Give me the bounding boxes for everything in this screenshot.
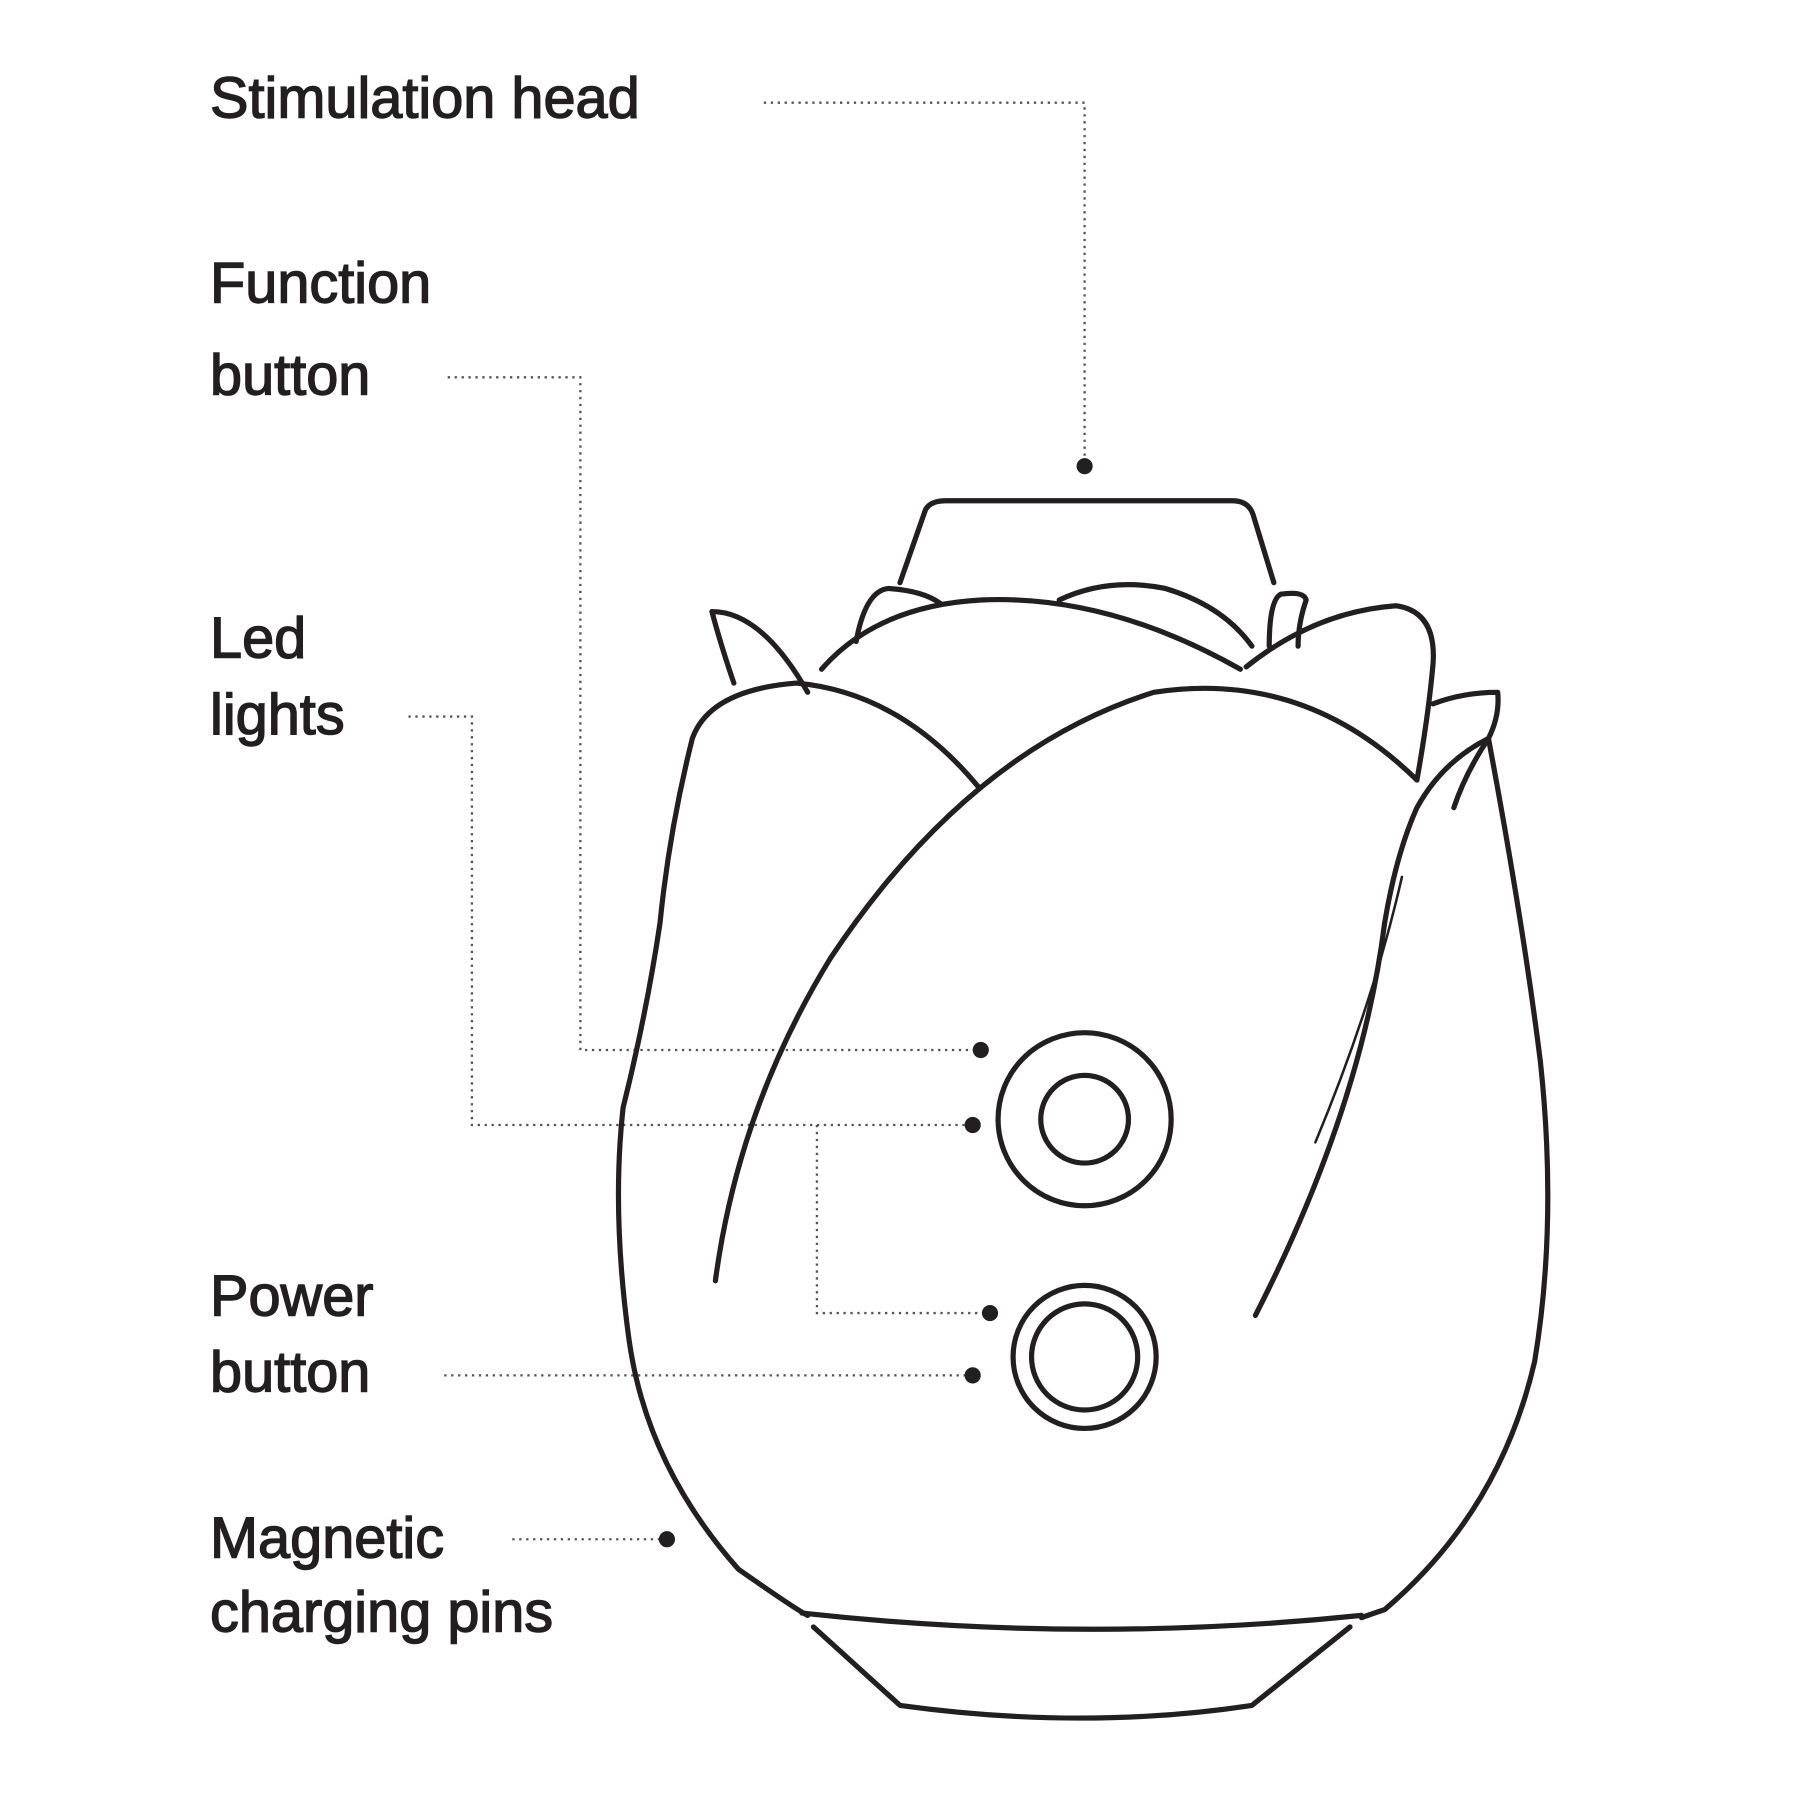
led-ring — [995, 1030, 1174, 1209]
pointer-dot-function-button — [972, 1041, 989, 1059]
charging-base — [810, 1624, 1353, 1721]
pointer-dot-led-2 — [981, 1305, 999, 1322]
petal-left-back — [709, 608, 811, 695]
leader-stimulation-head — [763, 101, 1086, 462]
power-button — [1028, 1301, 1141, 1413]
inner-bud — [818, 597, 1243, 672]
petal-right-back — [1243, 603, 1436, 783]
petal-right-tip — [1430, 689, 1501, 811]
petal-tip-right — [1266, 590, 1309, 649]
pointer-dot-led-1 — [964, 1116, 981, 1134]
label-led-line1: Led — [210, 607, 306, 671]
body-outline-left — [615, 680, 982, 1618]
power-button-ring — [1010, 1282, 1159, 1432]
label-led-line2: lights — [210, 683, 345, 747]
label-power-line1: Power — [210, 1264, 374, 1328]
inner-petal-back — [1056, 582, 1255, 649]
leader-led-lights-b — [815, 1125, 984, 1315]
leader-lines — [408, 101, 1093, 1548]
front-petal-edge — [712, 685, 1420, 1284]
label-function-line1: Function — [210, 251, 431, 315]
function-button — [1038, 1072, 1132, 1166]
label-magnetic-line2: charging pins — [210, 1581, 553, 1645]
pointer-dot-magnetic-pins — [658, 1531, 675, 1548]
base-top-edge — [799, 1610, 1365, 1632]
leader-led-lights-a — [408, 715, 967, 1127]
petal-inner-line — [1314, 875, 1404, 1144]
pointer-dot-power-button — [964, 1367, 981, 1384]
label-stimulation-head: Stimulation head — [210, 67, 640, 131]
rose-device-illustration — [615, 498, 1551, 1721]
petal-top-left — [853, 585, 943, 645]
label-magnetic-line1: Magnetic — [210, 1507, 444, 1571]
label-power-line2: button — [210, 1341, 370, 1405]
pointer-dot-stimulation-head — [1076, 458, 1093, 475]
label-function-line2: button — [210, 344, 370, 408]
body-outline-right — [1252, 735, 1551, 1621]
stimulation-head-shape — [897, 498, 1277, 586]
